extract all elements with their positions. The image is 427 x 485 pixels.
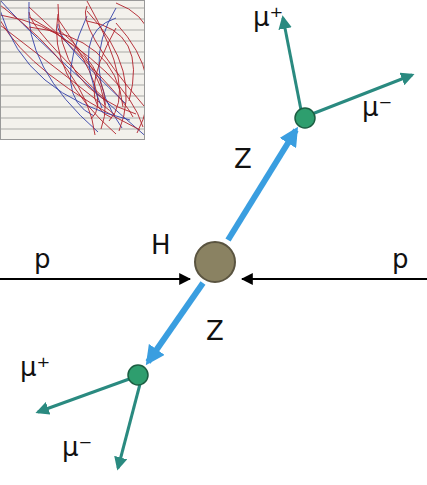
particle-track bbox=[0, 5, 95, 135]
particle-track bbox=[56, 14, 116, 134]
particle-track bbox=[29, 27, 123, 107]
particle-label: μ⁺ bbox=[20, 354, 50, 380]
particle-track bbox=[88, 18, 116, 108]
proton-beam-arrow bbox=[0, 278, 190, 280]
z-boson-arrow bbox=[148, 283, 203, 362]
particle-track bbox=[0, 0, 145, 140]
particle-track bbox=[85, 6, 144, 106]
inset-frame bbox=[1, 1, 145, 140]
higgs-circle bbox=[195, 242, 235, 282]
detector-layer bbox=[0, 8, 145, 9]
particle-track bbox=[29, 7, 133, 117]
muon-track bbox=[283, 18, 302, 115]
detector-layer bbox=[0, 96, 145, 97]
particle-label: Z bbox=[234, 146, 252, 172]
particle-label: Z bbox=[206, 318, 224, 344]
muon-track bbox=[118, 384, 140, 468]
event-display-inset bbox=[0, 0, 145, 140]
particle-track bbox=[116, 3, 145, 103]
higgs-boson: H bbox=[193, 240, 237, 284]
detector-layer bbox=[0, 30, 145, 31]
decay-vertex bbox=[295, 108, 315, 128]
particle-label: μ⁻ bbox=[362, 94, 392, 120]
proton-beam-arrow bbox=[242, 278, 427, 280]
detector-layer bbox=[0, 63, 145, 64]
particle-track bbox=[29, 2, 98, 132]
higgs-circle bbox=[193, 240, 237, 284]
muon-track bbox=[38, 378, 132, 412]
particle-track bbox=[87, 1, 120, 121]
particle-label: p bbox=[392, 246, 409, 272]
particle-track bbox=[116, 23, 145, 133]
particle-label: p bbox=[34, 246, 51, 272]
decay-vertex bbox=[128, 365, 148, 385]
z-boson-arrow bbox=[228, 130, 296, 240]
particle-label: H bbox=[151, 232, 171, 258]
detector-layer bbox=[0, 129, 145, 130]
particle-track bbox=[0, 10, 130, 120]
particle-label: μ⁺ bbox=[253, 4, 283, 30]
detector-layer bbox=[0, 52, 145, 53]
particle-track bbox=[58, 29, 105, 129]
particle-label: μ⁻ bbox=[62, 434, 92, 460]
